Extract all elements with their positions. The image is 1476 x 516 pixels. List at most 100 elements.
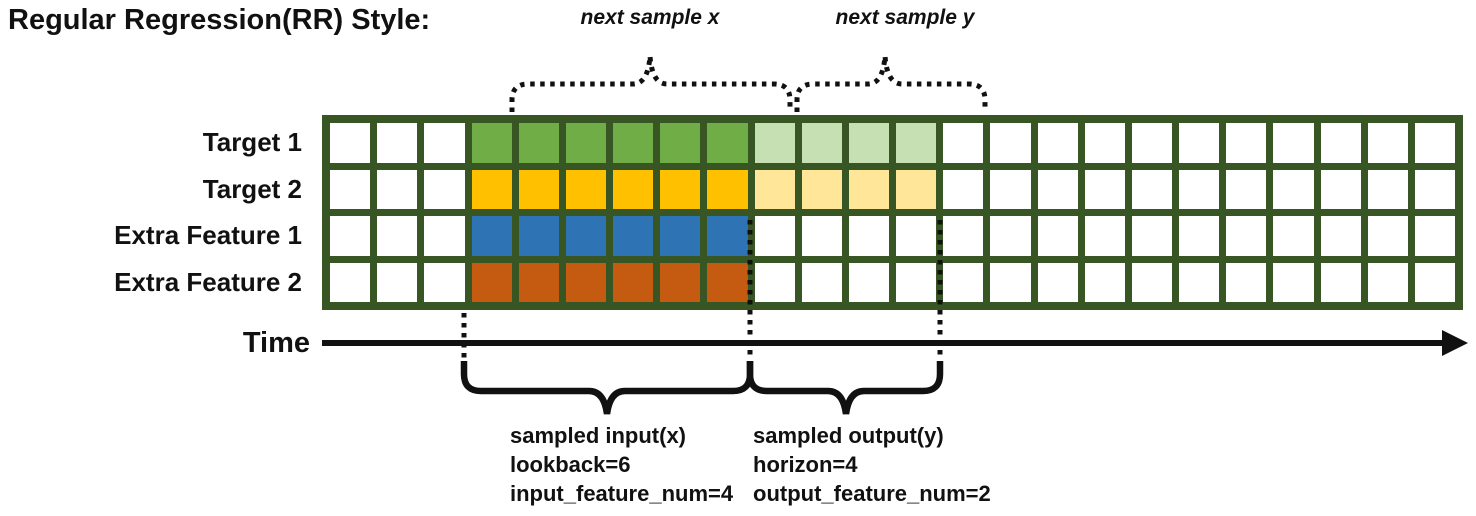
- grid-cell: [377, 123, 418, 163]
- grid-cell: [1367, 169, 1408, 209]
- grid-cell: [1131, 169, 1172, 209]
- grid-cell: [1226, 123, 1267, 163]
- grid-cell: [1414, 216, 1455, 256]
- grid-cell: [848, 216, 889, 256]
- grid-cell: [1273, 169, 1314, 209]
- horizon-value: horizon=4: [753, 452, 858, 477]
- grid-cell: [1084, 262, 1125, 302]
- grid-cell: [471, 169, 512, 209]
- grid-cell: [896, 216, 937, 256]
- grid-cell: [990, 216, 1031, 256]
- grid-cell: [848, 123, 889, 163]
- grid-cell: [801, 169, 842, 209]
- grid-cell: [518, 169, 559, 209]
- grid-cell: [1037, 169, 1078, 209]
- grid-cell: [424, 169, 465, 209]
- grid-cell: [1414, 262, 1455, 302]
- sampled-output-brace: [746, 361, 944, 415]
- grid-cell: [330, 216, 371, 256]
- next-sample-x-label: next sample x: [580, 6, 720, 29]
- grid-cell: [1320, 123, 1361, 163]
- grid-cell: [707, 216, 748, 256]
- sample-grid: [322, 115, 1463, 310]
- grid-cell: [801, 123, 842, 163]
- grid-cell: [424, 262, 465, 302]
- grid-cell: [613, 169, 654, 209]
- grid-cell: [943, 123, 984, 163]
- grid-cell: [990, 123, 1031, 163]
- grid-cell: [1273, 216, 1314, 256]
- lookback-value: lookback=6: [510, 452, 631, 477]
- grid-cell: [1179, 123, 1220, 163]
- grid-cell: [1414, 169, 1455, 209]
- grid-cell: [518, 123, 559, 163]
- next-sample-y-label: next sample y: [835, 6, 975, 29]
- time-axis-arrowhead: [1442, 330, 1468, 356]
- grid-cell: [377, 262, 418, 302]
- grid-cell: [754, 123, 795, 163]
- sampled-output-annotation: sampled output(y) horizon=4 output_featu…: [753, 421, 991, 508]
- grid-cell: [1414, 123, 1455, 163]
- grid-cell: [1273, 262, 1314, 302]
- grid-cell: [1037, 216, 1078, 256]
- grid-cell: [1084, 123, 1125, 163]
- grid-cell: [660, 169, 701, 209]
- grid-cell: [1131, 262, 1172, 302]
- grid-cell: [1273, 123, 1314, 163]
- diagram-title: Regular Regression(RR) Style:: [8, 4, 431, 36]
- grid-cell: [896, 169, 937, 209]
- grid-cell: [377, 216, 418, 256]
- grid-cell: [471, 123, 512, 163]
- grid-cell: [801, 216, 842, 256]
- grid-cell: [707, 169, 748, 209]
- grid-cell: [424, 216, 465, 256]
- row-label-target-1: Target 1: [202, 127, 302, 158]
- grid-cell: [1179, 216, 1220, 256]
- grid-cell: [377, 169, 418, 209]
- grid-cell: [565, 262, 606, 302]
- grid-cell: [1367, 216, 1408, 256]
- grid-cell: [1367, 123, 1408, 163]
- sampled-input-title: sampled input(x): [510, 423, 687, 448]
- grid-cell: [518, 216, 559, 256]
- time-axis-label: Time: [242, 327, 310, 359]
- grid-cell: [1037, 262, 1078, 302]
- grid-cell: [896, 262, 937, 302]
- next-sample-x-brace: [509, 55, 793, 112]
- grid-cell: [1367, 262, 1408, 302]
- output-feature-num-value: output_feature_num=2: [753, 481, 991, 506]
- grid-cell: [1226, 169, 1267, 209]
- grid-cell: [707, 123, 748, 163]
- grid-cell: [754, 216, 795, 256]
- grid-cell: [565, 216, 606, 256]
- grid-cell: [424, 123, 465, 163]
- grid-cell: [1320, 216, 1361, 256]
- grid-cell: [613, 123, 654, 163]
- row-label-extra-feature-2: Extra Feature 2: [114, 266, 302, 297]
- grid-cell: [707, 262, 748, 302]
- grid-cell: [613, 216, 654, 256]
- sampled-output-title: sampled output(y): [753, 423, 944, 448]
- row-label-target-2: Target 2: [202, 173, 302, 204]
- grid-cell: [1320, 169, 1361, 209]
- grid-cell: [660, 262, 701, 302]
- grid-cell: [1226, 216, 1267, 256]
- grid-cell: [943, 216, 984, 256]
- grid-cell: [1179, 169, 1220, 209]
- grid-cell: [660, 216, 701, 256]
- grid-cell: [1131, 216, 1172, 256]
- grid-cell: [1084, 216, 1125, 256]
- grid-cell: [660, 123, 701, 163]
- grid-cell: [943, 262, 984, 302]
- grid-cell: [330, 169, 371, 209]
- grid-cell: [943, 169, 984, 209]
- grid-cell: [801, 262, 842, 302]
- grid-cell: [1226, 262, 1267, 302]
- grid-cell: [471, 262, 512, 302]
- grid-cell: [754, 169, 795, 209]
- input-feature-num-value: input_feature_num=4: [510, 481, 734, 506]
- next-sample-y-brace: [794, 55, 988, 112]
- grid-cell: [565, 123, 606, 163]
- grid-cell: [518, 262, 559, 302]
